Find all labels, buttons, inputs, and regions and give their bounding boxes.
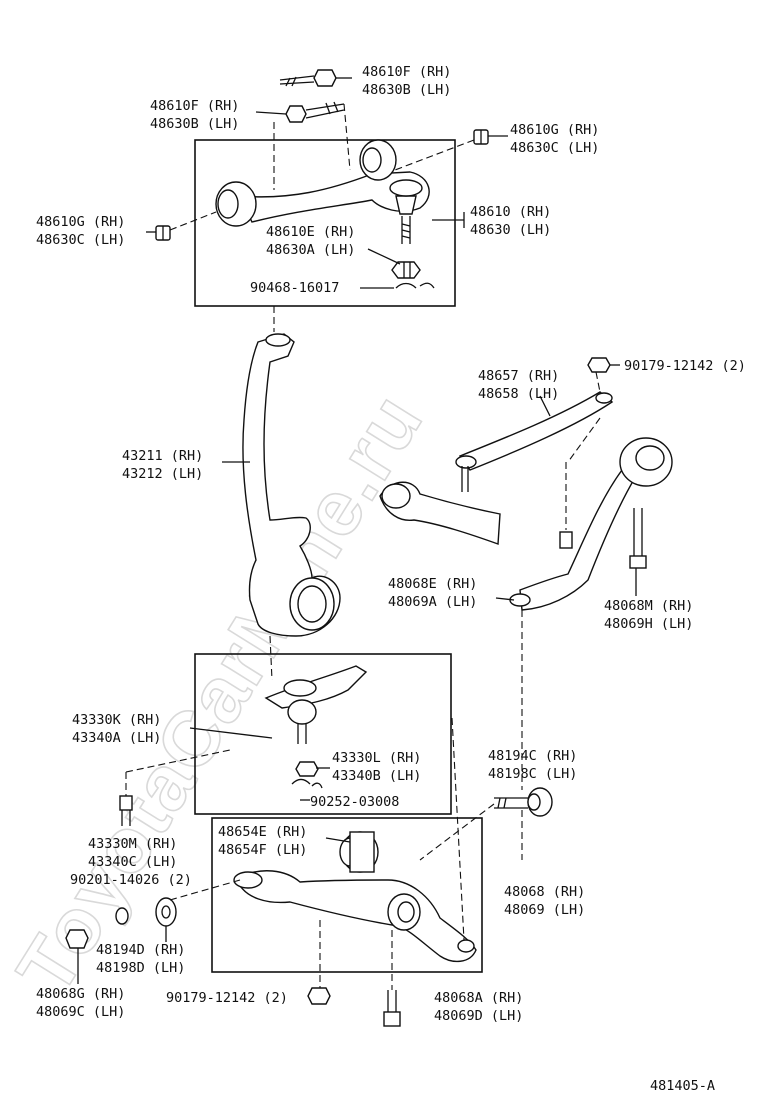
label-48068m-rh: 48068M (RH) <box>604 598 693 614</box>
bolt-48610f-upper[interactable] <box>279 69 337 87</box>
label-48194d-rh: 48194D (RH) <box>96 942 185 958</box>
bolt-48068a[interactable] <box>383 990 401 1027</box>
label-43330m-rh: 43330M (RH) <box>88 836 177 852</box>
bolt-48194c[interactable] <box>494 787 553 817</box>
label-43330k-rh: 43330K (RH) <box>72 712 161 728</box>
label-48657-rh: 48657 (RH) <box>478 368 559 384</box>
label-48198d-lh: 48198D (LH) <box>96 960 185 976</box>
castle-nut-43330l[interactable] <box>295 761 319 777</box>
label-43340b-lh: 43340B (LH) <box>332 768 421 784</box>
label-48658-lh: 48658 (LH) <box>478 386 559 402</box>
label-48068g-rh: 48068G (RH) <box>36 986 125 1002</box>
ball-joint-stud[interactable] <box>401 216 411 244</box>
label-48630-lh: 48630 (LH) <box>470 222 551 238</box>
label-90252-03008: 90252-03008 <box>310 794 399 810</box>
strut-bar-48657[interactable] <box>455 391 614 471</box>
label-48068-rh: 48068 (RH) <box>504 884 585 900</box>
label-48610f-rh: 48610F (RH) <box>150 98 239 114</box>
label-48610e-rh: 48610E (RH) <box>266 224 355 240</box>
label-48069a-lh: 48069A (LH) <box>388 594 477 610</box>
nut-radius-rod[interactable] <box>559 531 573 549</box>
label-48198c-lh: 48198C (LH) <box>488 766 577 782</box>
label-48069c-lh: 48069C (LH) <box>36 1004 125 1020</box>
bolt-strut-bar[interactable] <box>461 466 469 492</box>
bushing-48654e[interactable] <box>339 831 379 873</box>
label-48630c-lh-right: 48630C (LH) <box>510 140 599 156</box>
label-43340a-lh: 43340A (LH) <box>72 730 161 746</box>
upper-arm-box <box>194 139 456 307</box>
label-43340c-lh: 43340C (LH) <box>88 854 177 870</box>
lower-arm-box <box>211 817 483 973</box>
stabilizer-link-sketch <box>379 481 501 545</box>
label-90179-12142-upper: 90179-12142 (2) <box>624 358 746 374</box>
label-43211-rh: 43211 (RH) <box>122 448 203 464</box>
castle-nut-48610e[interactable] <box>391 261 421 279</box>
label-48654e-rh: 48654E (RH) <box>218 824 307 840</box>
lower-ball-joint-box <box>194 653 452 815</box>
label-48069d-lh: 48069D (LH) <box>434 1008 523 1024</box>
bolt-43330m[interactable] <box>119 795 133 826</box>
nut-90179-upper[interactable] <box>587 357 611 373</box>
label-90468-16017: 90468-16017 <box>250 280 339 296</box>
label-90179-12142-lower: 90179-12142 (2) <box>166 990 288 1006</box>
cotter-pin-90252[interactable] <box>291 778 323 789</box>
label-48610-rh: 48610 (RH) <box>470 204 551 220</box>
label-48194c-rh: 48194C (RH) <box>488 748 577 764</box>
bolt-48610f-lower[interactable] <box>285 101 345 123</box>
label-48630b-lh: 48630B (LH) <box>150 116 239 132</box>
nut-48610g-left[interactable] <box>155 225 171 241</box>
diagram-id-label: 481405-A <box>650 1078 715 1094</box>
label-48068e-rh: 48068E (RH) <box>388 576 477 592</box>
label-43212-lh: 43212 (LH) <box>122 466 203 482</box>
radius-rod-48068e[interactable] <box>509 437 673 611</box>
washer-90201[interactable] <box>115 907 129 925</box>
label-48610f-rh-top: 48610F (RH) <box>362 64 451 80</box>
nut-48610g-right[interactable] <box>473 129 489 145</box>
label-48630b-lh-top: 48630B (LH) <box>362 82 451 98</box>
nut-48068g[interactable] <box>65 929 89 949</box>
label-48654f-lh: 48654F (LH) <box>218 842 307 858</box>
lower-ball-joint[interactable] <box>264 665 368 744</box>
label-48610g-rh-right: 48610G (RH) <box>510 122 599 138</box>
cam-plate-48194d[interactable] <box>155 897 177 927</box>
lower-control-arm[interactable] <box>233 870 477 963</box>
upper-control-arm[interactable] <box>215 139 430 227</box>
label-48068a-rh: 48068A (RH) <box>434 990 523 1006</box>
label-43330l-rh: 43330L (RH) <box>332 750 421 766</box>
nut-90179-lower[interactable] <box>307 987 331 1005</box>
cotter-pin-90468[interactable] <box>395 282 435 289</box>
label-48610g-rh-left: 48610G (RH) <box>36 214 125 230</box>
label-90201-14026: 90201-14026 (2) <box>70 872 192 888</box>
label-48069h-lh: 48069H (LH) <box>604 616 693 632</box>
label-48630a-lh: 48630A (LH) <box>266 242 355 258</box>
label-48069-lh: 48069 (LH) <box>504 902 585 918</box>
bolt-48068m[interactable] <box>629 508 647 569</box>
label-48630c-lh-left: 48630C (LH) <box>36 232 125 248</box>
steering-knuckle[interactable] <box>242 333 341 637</box>
